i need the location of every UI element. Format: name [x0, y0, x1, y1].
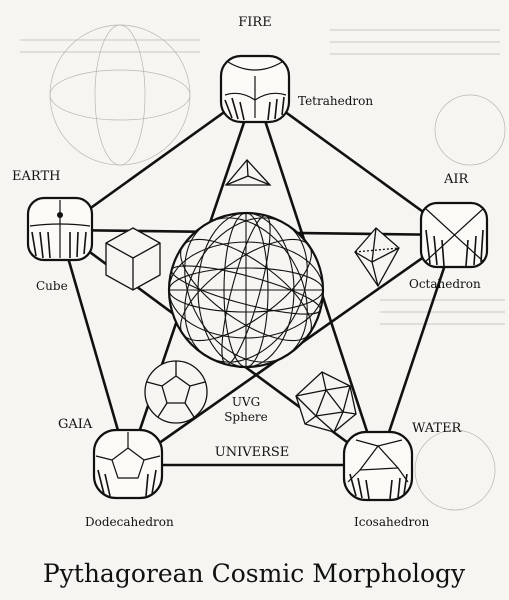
label-octahedron: Octahedron [409, 277, 481, 291]
label-universe: UNIVERSE [215, 445, 290, 460]
dodecahedron-stone [92, 428, 164, 500]
page-title: Pythagorean Cosmic Morphology [43, 559, 466, 588]
label-dodecahedron: Dodecahedron [85, 515, 174, 529]
label-uvg: UVG [232, 395, 260, 409]
label-fire: FIRE [238, 15, 271, 30]
tetrahedron-line-drawing [224, 159, 272, 186]
icosahedron-stone [342, 430, 414, 502]
octahedron-line-drawing [354, 227, 400, 288]
label-gaia: GAIA [58, 417, 93, 432]
octahedron-stone [419, 201, 489, 269]
background-ghost-engraving [20, 24, 506, 511]
dodecahedron-line-drawing [144, 360, 208, 424]
icosahedron-line-drawing [295, 371, 357, 433]
label-cube: Cube [36, 279, 68, 293]
label-sphere: Sphere [224, 410, 268, 424]
uvg-sphere [167, 211, 325, 369]
label-earth: EARTH [12, 169, 60, 184]
label-tetrahedron: Tetrahedron [298, 94, 373, 108]
pentagon-outline [58, 88, 457, 467]
label-air: AIR [443, 172, 470, 187]
cube-stone [26, 196, 94, 262]
label-icosahedron: Icosahedron [354, 515, 429, 529]
tetrahedron-stone [219, 54, 291, 124]
label-water: WATER [412, 421, 463, 436]
cube-line-drawing [105, 227, 161, 291]
